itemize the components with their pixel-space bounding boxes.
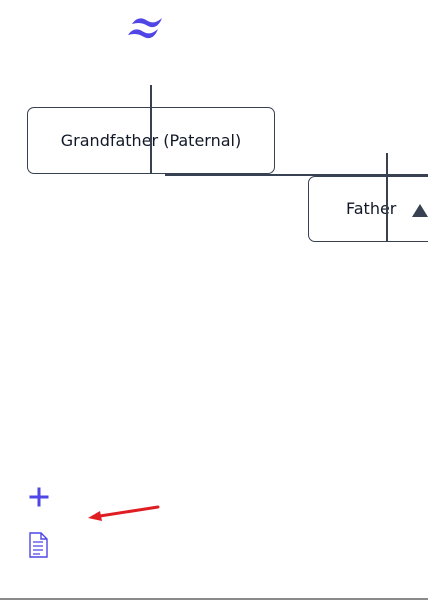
father-vertical-connector [386,153,388,241]
bottom-divider [0,598,428,600]
father-label: Father [346,199,397,218]
father-node[interactable]: Father [308,176,428,242]
triangle-up-icon[interactable] [412,204,428,217]
red-arrow-annotation [88,505,160,521]
plus-icon[interactable] [27,485,51,509]
document-icon[interactable] [26,531,50,559]
horizontal-connector [165,174,428,176]
grandfather-center-line [150,85,152,173]
tailwind-logo-icon [128,18,162,39]
